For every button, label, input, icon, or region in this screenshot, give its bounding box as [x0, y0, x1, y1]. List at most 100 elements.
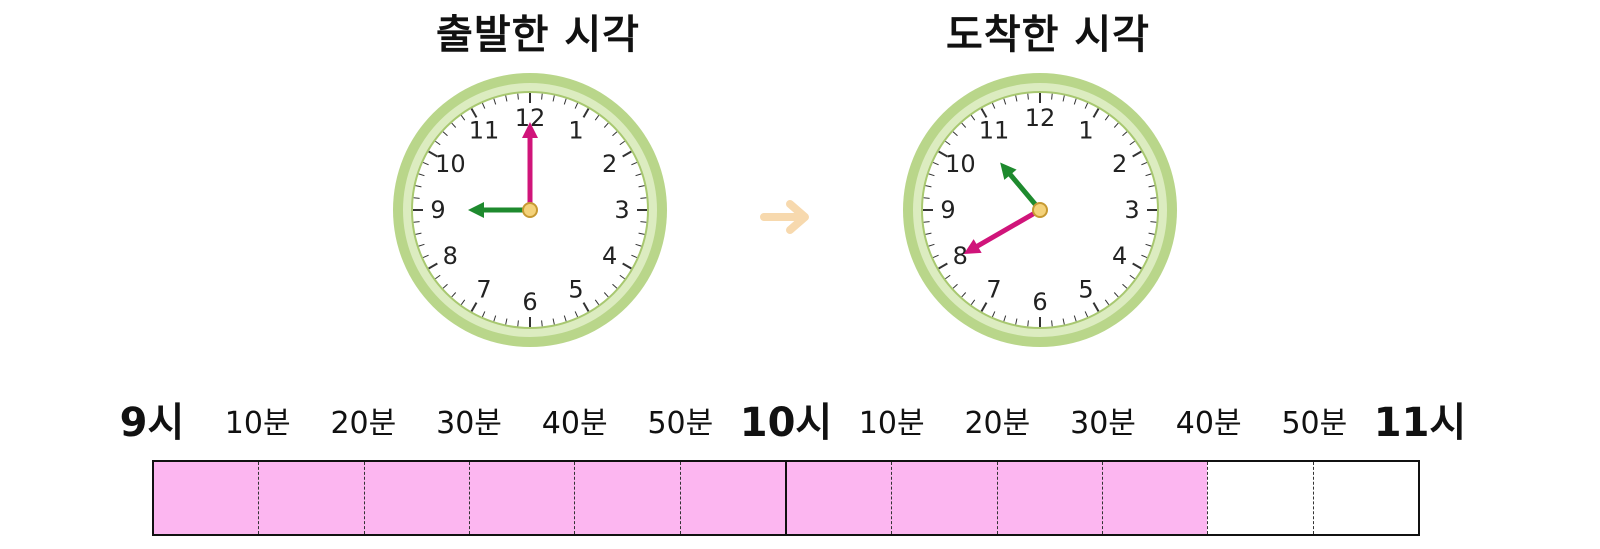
arrival-clock-tick	[932, 161, 939, 166]
timeline-label: 10시	[739, 400, 833, 446]
arrival-clock-tick	[1084, 102, 1089, 109]
arrival-clock-tick	[1150, 197, 1157, 199]
filled-cell	[996, 462, 1102, 534]
arrival-clock-numeral: 8	[953, 242, 968, 270]
departure-clock-tick	[638, 232, 645, 235]
filled-cell	[154, 462, 259, 534]
departure-clock-numeral: 9	[430, 196, 445, 224]
departure-clock-tick	[413, 197, 420, 199]
departure-clock-tick	[481, 311, 486, 318]
departure-clock-numeral: 5	[568, 276, 583, 304]
arrival-clock-tick	[1073, 315, 1077, 322]
departure-clock-tick	[505, 95, 508, 102]
arrival-clock-tick	[991, 102, 996, 109]
arrival-clock-numeral: 12	[1025, 104, 1056, 132]
departure-clock-tick	[451, 122, 457, 128]
arrival-clock-numeral: 11	[979, 116, 1010, 144]
departure-clock-tick	[418, 243, 425, 247]
arrival-clock-numeral: 10	[945, 150, 976, 178]
departure-clock-tick	[481, 102, 486, 109]
departure-clock-tick	[622, 150, 632, 158]
departure-clock-tick	[442, 283, 448, 289]
departure-clock-tick	[422, 161, 429, 166]
departure-clock-tick	[582, 302, 590, 312]
arrival-clock-numeral: 1	[1078, 116, 1093, 144]
arrival-clock-tick	[1104, 299, 1110, 305]
arrival-clock-hour-hand-tip	[1000, 162, 1017, 180]
arrival-clock-tick	[932, 254, 939, 259]
departure-clock-numeral: 1	[568, 116, 583, 144]
timeline-label: 10분	[858, 406, 925, 441]
departure-clock-tick	[631, 161, 638, 166]
departure-clock-tick	[442, 131, 448, 137]
arrival-clock-numeral: 3	[1124, 196, 1139, 224]
arrival-clock-tick	[1073, 98, 1077, 105]
arrival-clock-tick	[952, 131, 958, 137]
departure-clock-tick	[415, 185, 422, 188]
arrival-clock-tick	[925, 232, 932, 235]
departure-clock-tick	[622, 262, 632, 270]
arrival-clock-tick	[1062, 318, 1065, 325]
departure-clock-tick	[619, 274, 625, 280]
departure-clock-tick	[428, 150, 438, 158]
arrival-clock-tick	[1003, 315, 1007, 322]
filled-cell	[784, 462, 892, 534]
departure-clock-tick	[631, 254, 638, 259]
arrival-clock-tick	[1148, 185, 1155, 188]
departure-clock-numeral: 11	[469, 116, 500, 144]
departure-clock-tick	[563, 98, 567, 105]
departure-clock-tick	[413, 221, 420, 223]
arrival-clock-tick	[945, 274, 951, 280]
arrival-clock-tick	[1113, 292, 1119, 298]
arrival-clock-tick	[1132, 150, 1142, 158]
arrival-clock-tick	[1051, 320, 1053, 327]
departure-clock-numeral: 8	[443, 242, 458, 270]
departure-clock-tick	[470, 302, 478, 312]
arrival-clock-tick	[1122, 283, 1128, 289]
arrival-clock-tick	[928, 173, 935, 177]
arrival-clock-tick	[1148, 232, 1155, 235]
right-arrow-icon	[760, 200, 809, 234]
departure-clock-tick	[552, 318, 555, 325]
arrival-clock-tick	[1062, 95, 1065, 102]
departure-clock-numeral: 3	[614, 196, 629, 224]
arrival-clock-numeral: 6	[1032, 288, 1047, 316]
departure-clock-tick	[451, 292, 457, 298]
timeline-label: 9시	[119, 400, 185, 446]
empty-cell	[1207, 462, 1313, 534]
filled-cell	[363, 462, 469, 534]
departure-clock-tick	[428, 262, 438, 270]
departure-clock-numeral: 6	[522, 288, 537, 316]
timeline-label: 30분	[1070, 406, 1136, 441]
arrival-clock-tick	[1027, 320, 1029, 327]
arrival-clock-numeral: 4	[1112, 242, 1127, 270]
filled-cell	[891, 462, 997, 534]
departure-clock-center-pin	[522, 202, 538, 218]
arrival-clock-minute-hand	[975, 207, 1043, 249]
departure-clock-tick	[640, 221, 647, 223]
arrival-clock-tick	[1113, 122, 1119, 128]
timeline-label: 50분	[1281, 406, 1348, 441]
timeline-label: 20분	[964, 406, 1031, 441]
departure-clock-tick	[603, 292, 609, 298]
arrival-clock-tick	[945, 140, 951, 146]
departure-clock-numeral: 10	[435, 150, 466, 178]
arrival-clock-tick	[980, 302, 988, 312]
arrival-clock-tick	[1104, 115, 1110, 121]
departure-clock-tick	[574, 102, 579, 109]
arrival-clock-tick	[1145, 243, 1152, 247]
arrival-clock-tick	[923, 197, 930, 199]
departure-clock-tick	[541, 93, 543, 100]
arrival-clock-tick	[1141, 161, 1148, 166]
timeline-label: 30분	[436, 406, 502, 441]
filled-cell	[468, 462, 575, 534]
arrival-clock-tick	[1129, 140, 1135, 146]
arrival-clock-tick	[1051, 93, 1053, 100]
filled-cell	[258, 462, 364, 534]
departure-clock-tick	[505, 318, 508, 325]
departure-clock-tick	[418, 173, 425, 177]
departure-clock-tick	[435, 140, 441, 146]
departure-clock-tick	[574, 311, 579, 318]
departure-clock-tick	[460, 299, 466, 305]
departure-clock-tick	[422, 254, 429, 259]
